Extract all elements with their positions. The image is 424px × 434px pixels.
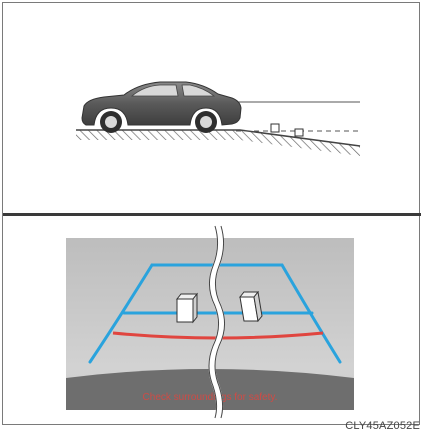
panel-divider — [3, 213, 421, 216]
object-far — [295, 129, 303, 136]
camera-screen: Check surroundings for safety. — [66, 238, 354, 410]
figure-code: CLY45AZ052E — [345, 420, 420, 432]
screen-warning-text: Check surroundings for safety. — [143, 392, 278, 403]
object-box-left — [177, 294, 197, 322]
vehicle-side-icon — [82, 82, 241, 133]
side-view-diagram — [76, 82, 360, 156]
object-near — [271, 124, 279, 132]
object-box-right — [240, 292, 262, 321]
ground-surface — [76, 130, 360, 156]
